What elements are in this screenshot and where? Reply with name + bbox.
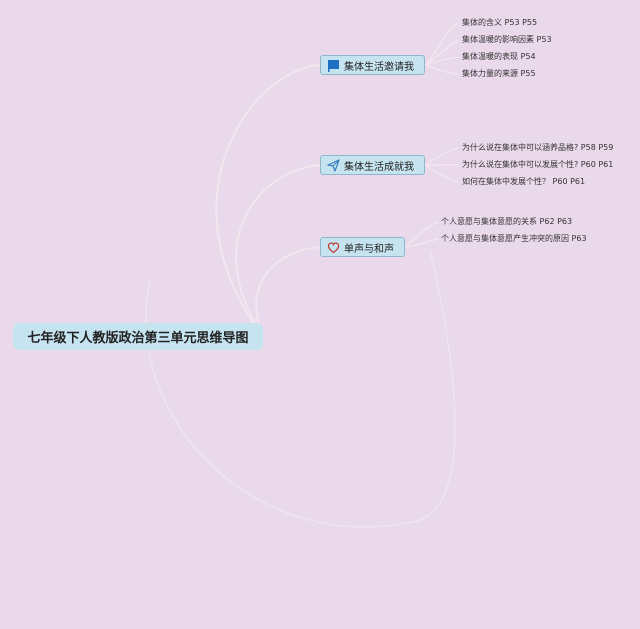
leaf-2-1[interactable]: 为什么说在集体中可以涵养品格? P58 P59 <box>462 143 614 152</box>
leaf-1-3[interactable]: 集体温暖的表现 P54 <box>462 52 536 61</box>
root-title: 七年级下人教版政治第三单元思维导图 <box>27 331 249 346</box>
leaf-2-2[interactable]: 为什么说在集体中可以发展个性? P60 P61 <box>462 160 614 169</box>
branch-node-3[interactable]: 单声与和声 <box>320 237 405 257</box>
leaf-3-1[interactable]: 个人意愿与集体意愿的关系 P62 P63 <box>441 217 573 226</box>
branch-label-3: 单声与和声 <box>344 243 394 255</box>
leaf-1-1[interactable]: 集体的含义 P53 P55 <box>462 18 538 27</box>
connector-root-branch-2 <box>235 164 321 337</box>
connector-decor-arc <box>145 249 456 528</box>
leaf-1-2[interactable]: 集体温暖的影响因素 P53 <box>462 35 552 44</box>
branch-label-2: 集体生活成就我 <box>344 161 414 173</box>
heart-icon <box>326 240 340 254</box>
branch-node-1[interactable]: 集体生活邀请我 <box>320 55 425 75</box>
root-node[interactable]: 七年级下人教版政治第三单元思维导图 <box>13 323 263 350</box>
leaf-3-2[interactable]: 个人意愿与集体意愿产生冲突的原因 P63 <box>441 234 587 243</box>
connector-b3-leaves <box>404 221 439 248</box>
paper-plane-icon <box>326 158 340 172</box>
branch-node-2[interactable]: 集体生活成就我 <box>320 155 425 175</box>
leaf-2-3[interactable]: 如何在集体中发展个性？ P60 P61 <box>462 177 586 186</box>
connector-b1-leaves <box>424 22 459 75</box>
flag-icon <box>326 58 340 72</box>
connector-b2-leaves <box>424 147 459 183</box>
leaf-1-4[interactable]: 集体力量的来源 P55 <box>462 69 536 78</box>
connector-root-branch-1 <box>215 64 321 337</box>
branch-label-1: 集体生活邀请我 <box>344 61 414 73</box>
connector-root-branch-3 <box>255 246 321 337</box>
